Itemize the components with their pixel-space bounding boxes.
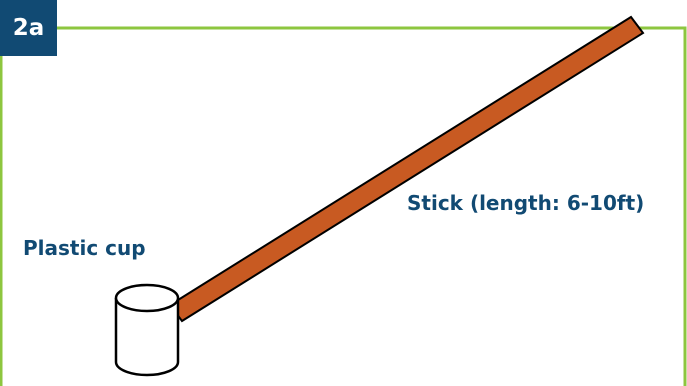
figure-badge: 2a — [0, 0, 57, 56]
stick — [170, 17, 643, 321]
stick-label: Stick (length: 6-10ft) — [407, 191, 644, 215]
cup-rim — [116, 285, 178, 311]
cup-label: Plastic cup — [23, 236, 146, 260]
